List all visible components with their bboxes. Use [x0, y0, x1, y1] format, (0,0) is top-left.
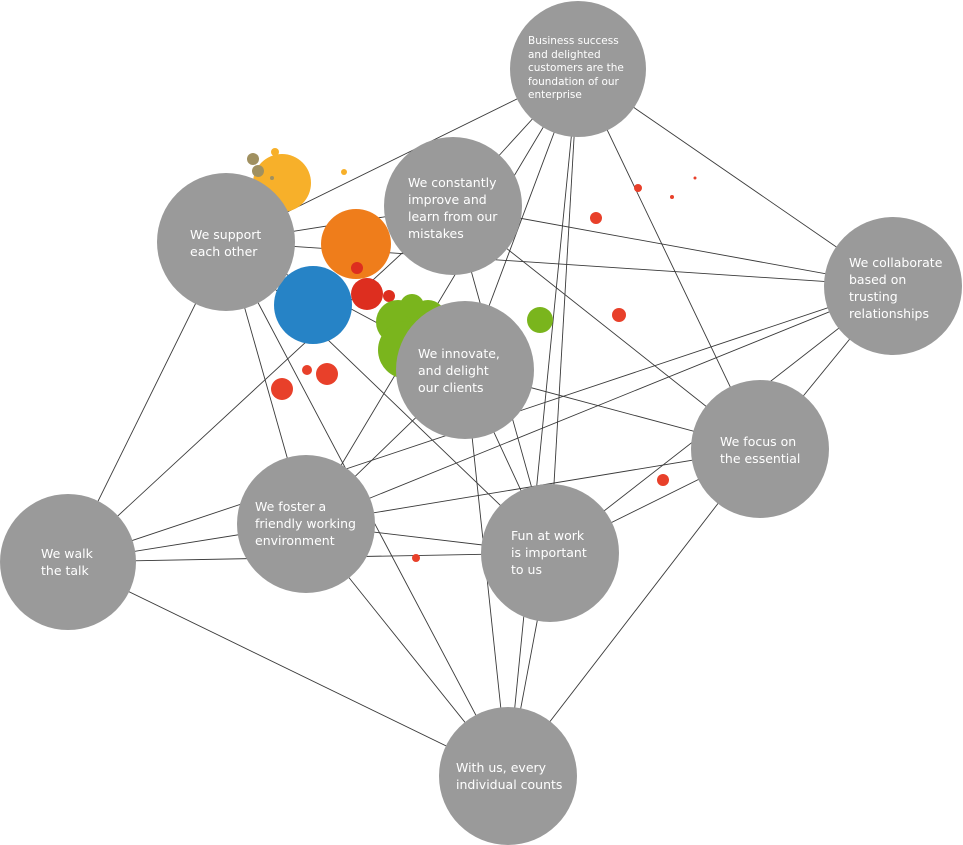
decor-bubble	[657, 474, 669, 486]
decor-bubble	[271, 378, 293, 400]
decor-bubble	[252, 165, 264, 177]
decor-bubble	[400, 294, 424, 318]
decor-bubble	[351, 262, 363, 274]
node-circle-walk	[0, 494, 136, 630]
decor-bubble	[612, 308, 626, 322]
node-circle-foster	[237, 455, 375, 593]
decor-bubble	[247, 153, 259, 165]
decor-bubble	[634, 184, 642, 192]
edge-business-individual	[507, 68, 579, 777]
node-circle-improve	[384, 137, 522, 275]
decor-bubble	[412, 554, 420, 562]
decor-bubble	[321, 209, 391, 279]
decor-bubble	[271, 148, 279, 156]
decor-bubble	[341, 169, 347, 175]
edge-collaborate-foster	[305, 285, 894, 525]
node-circle-innovate	[396, 301, 534, 439]
decor-bubble	[590, 212, 602, 224]
edge-business-focus	[577, 68, 761, 450]
decor-bubble	[316, 363, 338, 385]
node-circle-individual	[439, 707, 577, 845]
decor-bubble	[274, 266, 352, 344]
decor-bubble	[670, 195, 674, 199]
edge-walk-individual	[67, 561, 509, 777]
decor-bubble	[527, 307, 553, 333]
node-circle-business	[510, 1, 646, 137]
node-circle-support	[157, 173, 295, 311]
node-circle-collaborate	[824, 217, 962, 355]
edge-improve-walk	[67, 205, 454, 563]
decor-bubble	[270, 176, 274, 180]
node-circle-focus	[691, 380, 829, 518]
decor-bubble	[693, 176, 697, 180]
decor-bubble	[302, 365, 312, 375]
decor-bubble	[383, 290, 395, 302]
decor-bubble	[351, 278, 383, 310]
edge-improve-collaborate	[452, 205, 894, 287]
edge-business-foster	[305, 68, 579, 525]
edge-business-fun	[549, 68, 579, 554]
node-circle-fun	[481, 484, 619, 622]
